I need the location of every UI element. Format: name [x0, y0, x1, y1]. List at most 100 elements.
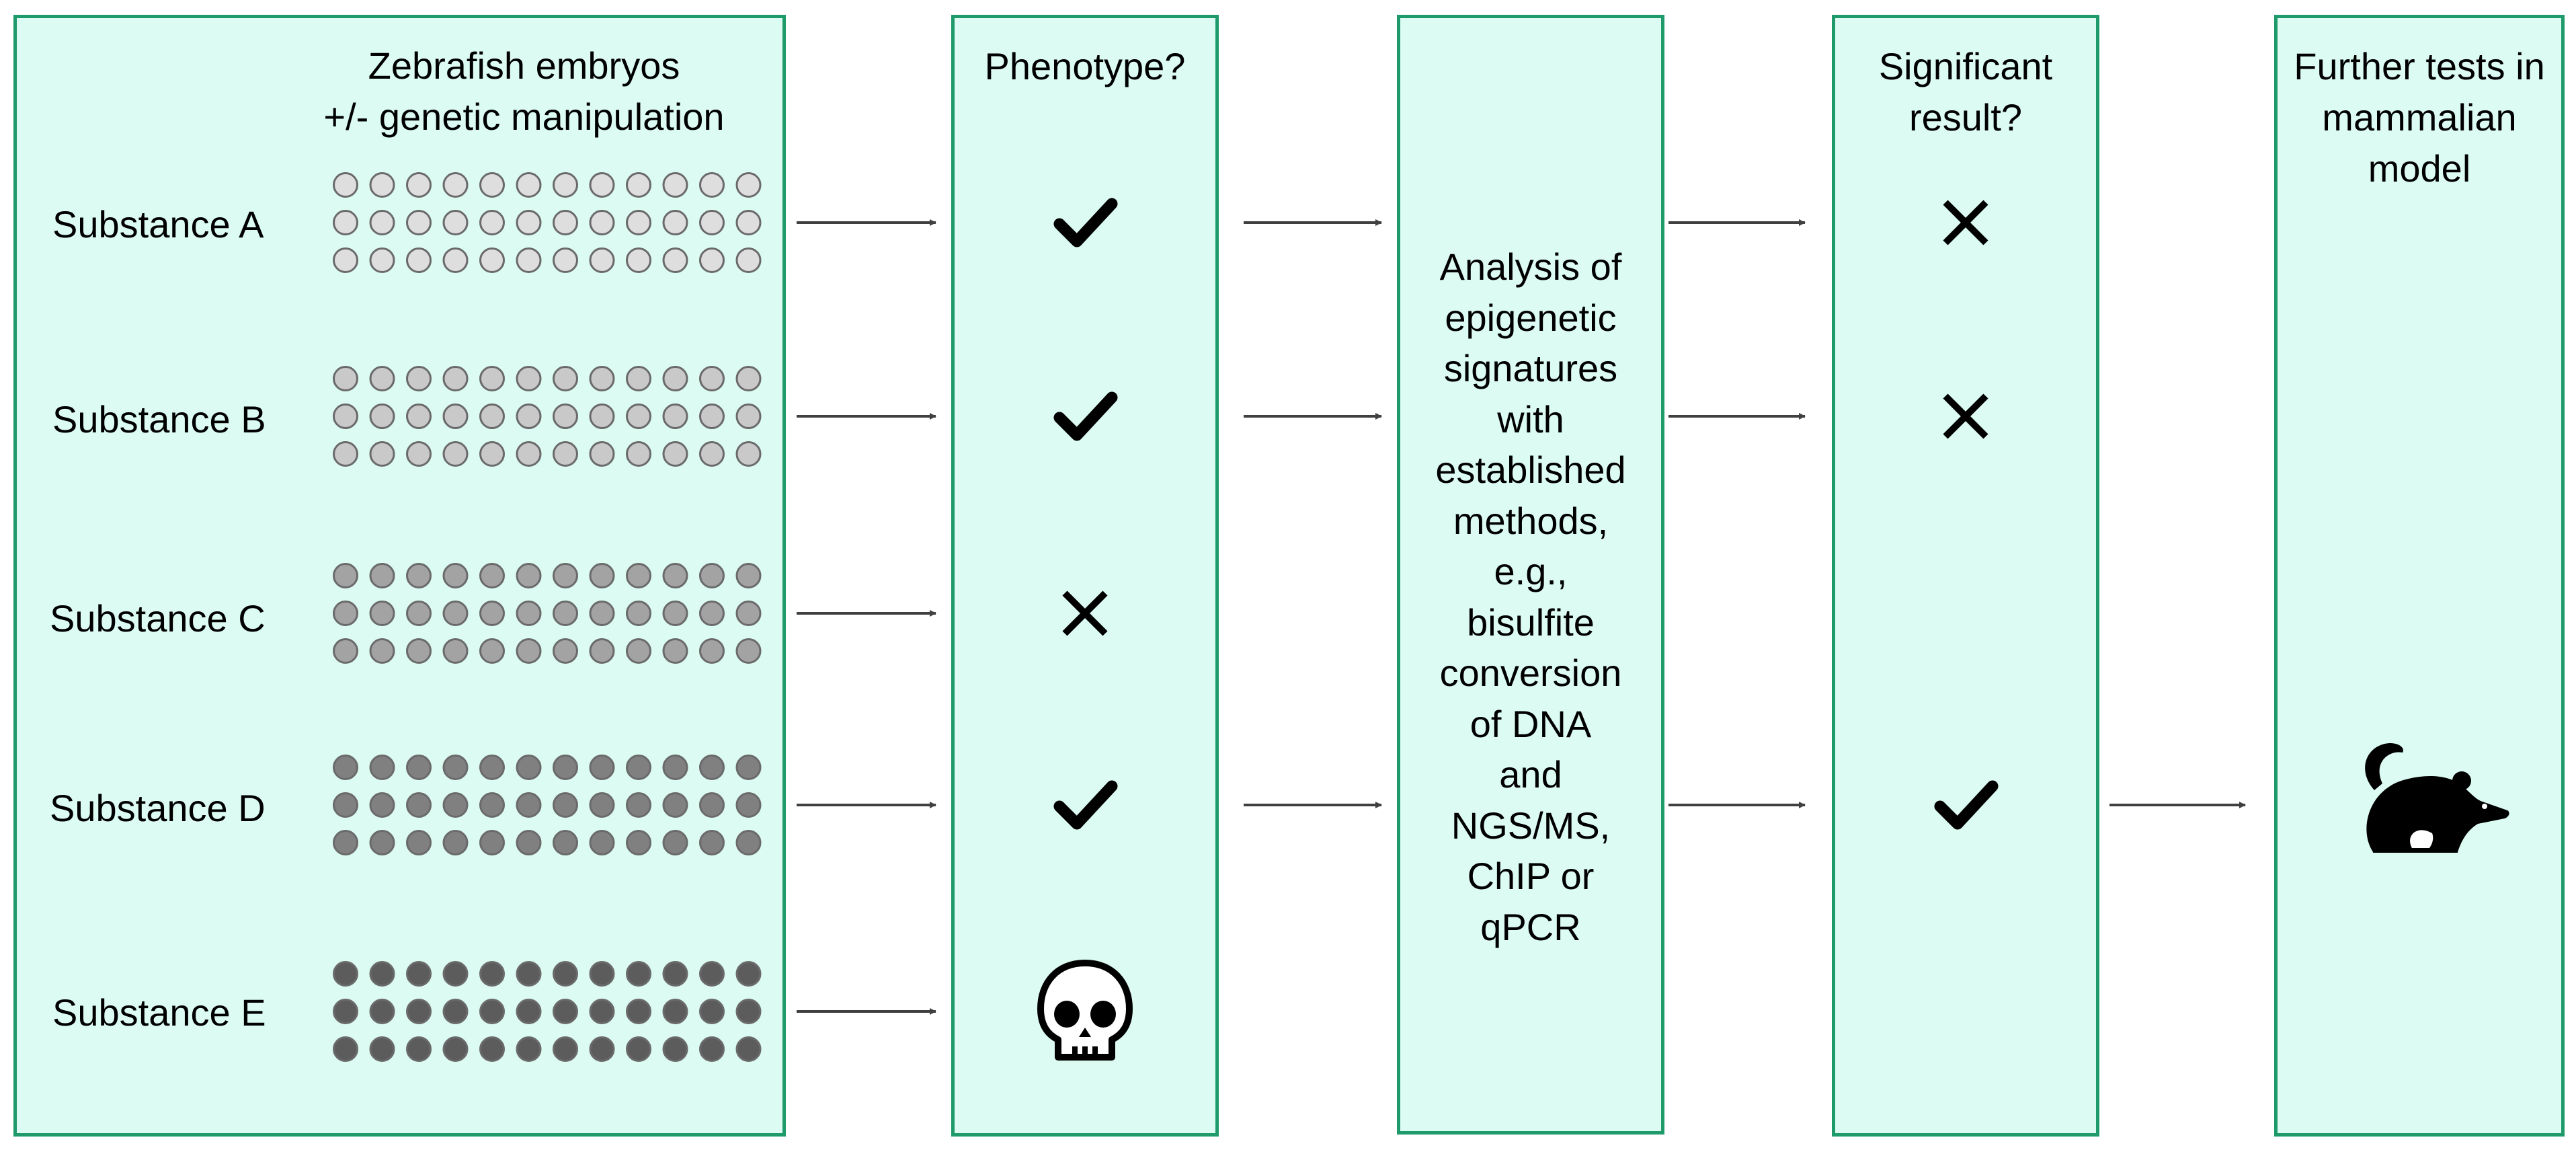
embryo-dot	[516, 441, 542, 467]
embryo-dot	[735, 1036, 762, 1062]
embryo-dot	[442, 441, 469, 467]
embryo-dot	[369, 1036, 395, 1062]
embryo-dot	[735, 755, 762, 780]
phenotype-panel-title: Phenotype?	[984, 45, 1186, 87]
embryo-dot	[442, 404, 469, 429]
embryo-dot	[699, 247, 725, 273]
embryo-dot-grid-a	[333, 172, 762, 273]
phenotype-cross-icon-c	[1062, 590, 1108, 636]
embryo-dot	[333, 247, 358, 273]
embryo-dot	[699, 792, 725, 818]
substance-label-e: Substance E	[52, 991, 266, 1034]
embryo-dot	[699, 441, 725, 467]
embryo-dot	[479, 172, 505, 198]
phenotype-check-icon-b	[1053, 391, 1118, 441]
embryo-dot	[662, 1036, 688, 1062]
embryo-dot	[333, 792, 358, 818]
embryo-dot	[479, 999, 505, 1024]
embryo-dot	[406, 638, 432, 664]
embryo-dot	[662, 210, 688, 235]
embryo-dot	[553, 247, 578, 273]
embryo-dot	[442, 563, 469, 588]
embryo-dot	[626, 441, 651, 467]
embryo-dot	[735, 830, 762, 855]
embryo-dot	[589, 210, 615, 235]
embryo-dot	[589, 755, 615, 780]
substance-label-c: Substance C	[50, 597, 266, 640]
analysis-panel-text: Analysis of epigenetic signatures with e…	[1435, 245, 1626, 948]
embryo-dot	[589, 1036, 615, 1062]
embryo-dot	[699, 366, 725, 391]
embryo-dot	[333, 755, 358, 780]
embryo-dot	[662, 999, 688, 1024]
embryo-dot	[479, 792, 505, 818]
embryo-dot	[662, 961, 688, 987]
embryo-dot	[479, 755, 505, 780]
embryo-dot	[589, 441, 615, 467]
embryo-dot	[442, 247, 469, 273]
embryo-dot	[662, 638, 688, 664]
embryo-dot	[589, 366, 615, 391]
embryo-dot	[369, 792, 395, 818]
embryo-dot	[662, 601, 688, 626]
embryo-dot	[735, 366, 762, 391]
embryo-dot	[626, 366, 651, 391]
embryo-dot	[735, 404, 762, 429]
embryo-dot	[735, 172, 762, 198]
embryo-dot	[626, 563, 651, 588]
embryo-dot	[479, 563, 505, 588]
embryo-dot	[479, 1036, 505, 1062]
embryo-dot	[735, 563, 762, 588]
embryo-dot	[406, 404, 432, 429]
embryo-dot	[626, 601, 651, 626]
embryo-dot	[516, 999, 542, 1024]
significant-cross-icon-b	[1943, 393, 1988, 439]
embryo-dot	[516, 247, 542, 273]
embryo-dot-grid-b	[333, 366, 762, 467]
embryo-dot	[626, 755, 651, 780]
embryo-dot	[553, 755, 578, 780]
embryo-dot	[442, 601, 469, 626]
embryo-dot	[442, 999, 469, 1024]
mouse-icon	[2365, 743, 2509, 853]
embryo-dot	[369, 961, 395, 987]
embryo-dot	[735, 792, 762, 818]
embryo-dot	[442, 638, 469, 664]
embryo-dot	[553, 404, 578, 429]
embryo-dot	[369, 830, 395, 855]
embryo-dot	[662, 441, 688, 467]
embryo-dot	[333, 1036, 358, 1062]
embryo-dot	[516, 366, 542, 391]
embryo-dot	[735, 999, 762, 1024]
embryo-dot	[333, 563, 358, 588]
embryo-dot	[442, 210, 469, 235]
substance-label-a: Substance A	[52, 203, 264, 245]
embryo-dot	[626, 247, 651, 273]
embryo-dot	[553, 792, 578, 818]
embryo-dot	[662, 247, 688, 273]
significant-check-icon-d	[1934, 780, 1999, 830]
embryo-dot	[333, 172, 358, 198]
embryo-dot	[699, 1036, 725, 1062]
embryo-dot	[479, 247, 505, 273]
embryo-dot	[406, 247, 432, 273]
embryo-dot	[699, 999, 725, 1024]
embryo-dot	[406, 563, 432, 588]
embryo-dot	[553, 210, 578, 235]
embryo-dot	[406, 601, 432, 626]
embryo-dot	[662, 404, 688, 429]
embryo-dot	[333, 441, 358, 467]
embryo-dot	[699, 172, 725, 198]
embryo-dot	[369, 999, 395, 1024]
embryo-dot	[369, 247, 395, 273]
embryo-dot	[735, 601, 762, 626]
embryo-dot	[333, 366, 358, 391]
embryo-dot	[553, 172, 578, 198]
embryo-dot	[333, 404, 358, 429]
embryo-dot	[406, 1036, 432, 1062]
embryo-dot	[406, 441, 432, 467]
embryo-dot	[589, 638, 615, 664]
significant-cross-icon-a	[1943, 200, 1988, 245]
embryo-dot	[626, 830, 651, 855]
